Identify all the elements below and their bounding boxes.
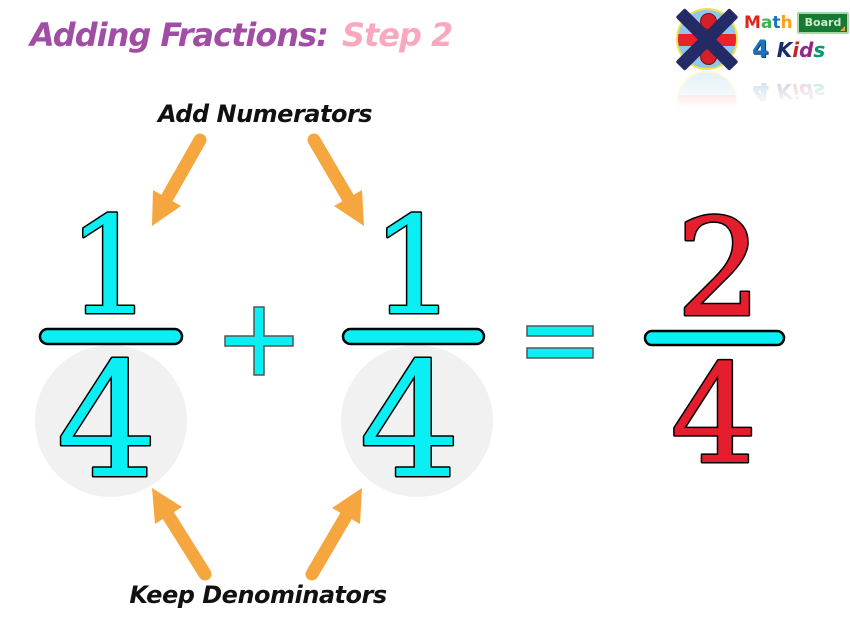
fraction-bar xyxy=(643,329,786,347)
title-main: Adding Fractions: xyxy=(30,16,329,54)
equals-icon xyxy=(526,325,594,359)
chalkboard-icon: Board xyxy=(796,12,850,34)
title-step: Step 2 xyxy=(341,16,453,54)
logo-letter: i xyxy=(792,38,800,62)
result-denominator: 4 xyxy=(670,336,757,495)
denominator-highlight-circle xyxy=(35,345,187,497)
page-title: Adding Fractions: Step 2 xyxy=(30,16,453,54)
arrow-top-right xyxy=(307,133,364,226)
math-board-4-kids-logo: M a t h Board 4 Kids M xyxy=(675,7,850,133)
logo-letter: h xyxy=(780,12,793,33)
logo-letter: d xyxy=(799,38,814,62)
logo-four: 4 xyxy=(752,35,769,63)
annotation-keep-denominators: Keep Denominators xyxy=(129,581,387,609)
logo-letter: a xyxy=(760,12,773,33)
logo-letter: t xyxy=(772,12,781,33)
result-numerator: 2 xyxy=(676,190,762,347)
fraction-bar xyxy=(341,327,486,346)
addend2-numerator: 1 xyxy=(371,188,457,345)
logo-main: M a t h Board 4 Kids xyxy=(675,7,850,71)
denominator-highlight-circle xyxy=(341,345,493,497)
addend1-denominator: 4 xyxy=(56,329,157,514)
abacus-bead-icon xyxy=(675,7,739,71)
plus-icon xyxy=(224,306,294,376)
logo-letter: s xyxy=(813,38,826,62)
board-label: Board xyxy=(804,16,842,29)
addend2-denominator: 4 xyxy=(359,329,460,514)
logo-letter: K xyxy=(776,38,793,62)
logo-letter: M xyxy=(744,12,761,33)
arrow-top-left xyxy=(152,133,207,226)
arrow-bottom-left xyxy=(152,488,212,581)
annotation-add-numerators: Add Numerators xyxy=(157,100,373,128)
fraction-bar xyxy=(38,327,184,346)
arrow-bottom-right xyxy=(305,488,362,581)
logo-text: M a t h Board 4 Kids xyxy=(744,8,850,63)
chalk-icon xyxy=(840,26,846,31)
addend1-numerator: 1 xyxy=(67,188,153,345)
